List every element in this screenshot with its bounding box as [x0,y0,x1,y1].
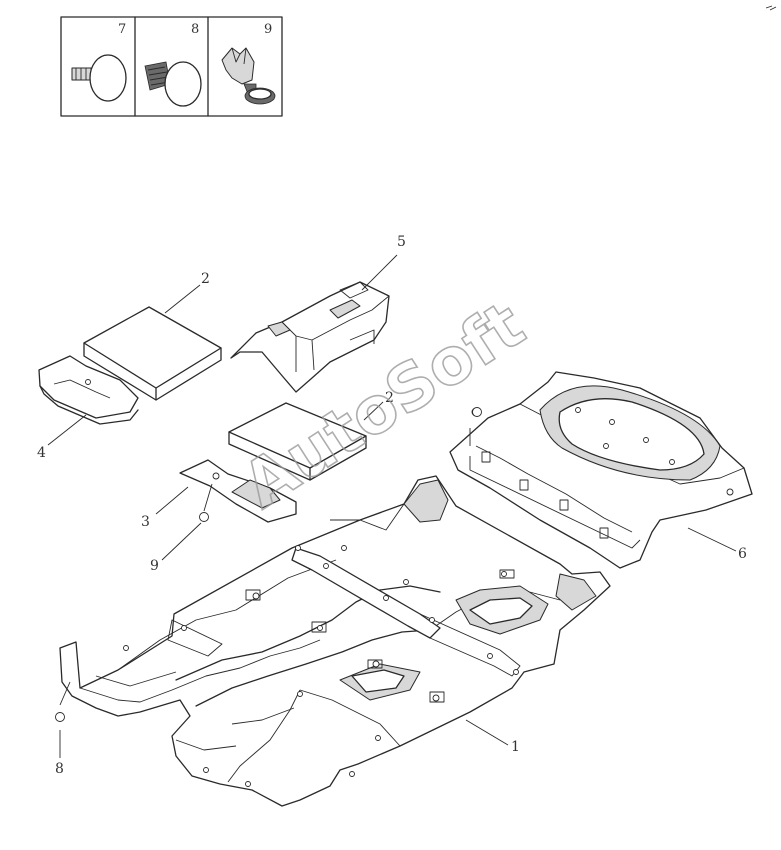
callout-2-middle: 2 [385,390,394,406]
side-trim-pad [179,459,297,523]
fastener-clip-markers [55,407,482,722]
callout-1: 1 [511,739,520,755]
callout-numbers: 1 2 2 3 4 5 6 8 9 [37,234,747,777]
push-rivet-clip-icon [144,61,202,107]
fastener-inset-panel: 7 8 9 [60,16,283,117]
inset-number-8: 8 [191,22,199,37]
callout-5: 5 [397,234,406,250]
callout-2-upper: 2 [201,271,210,287]
inset-number-7: 7 [118,22,126,37]
callout-6: 6 [738,546,747,562]
push-pin-rivet-icon [71,54,127,102]
inset-number-9: 9 [264,22,272,37]
callout-3: 3 [141,514,150,530]
clip-8-marker [55,712,65,722]
corner-mark [765,5,777,11]
callout-9: 9 [150,558,159,574]
main-floor-carpet [59,475,611,807]
callout-8: 8 [55,761,64,777]
clip-9-marker [199,512,209,522]
clip-6-marker [472,407,482,417]
insulation-pad-middle [228,402,367,481]
tunnel-insulation [230,281,390,393]
front-insulation-pad [38,355,139,425]
rear-floor-carpet [449,371,753,569]
insulation-pad-upper [83,306,222,401]
leader-lines [47,254,737,758]
callout-4: 4 [37,445,46,461]
plastic-fastener-clip-icon [221,47,276,105]
